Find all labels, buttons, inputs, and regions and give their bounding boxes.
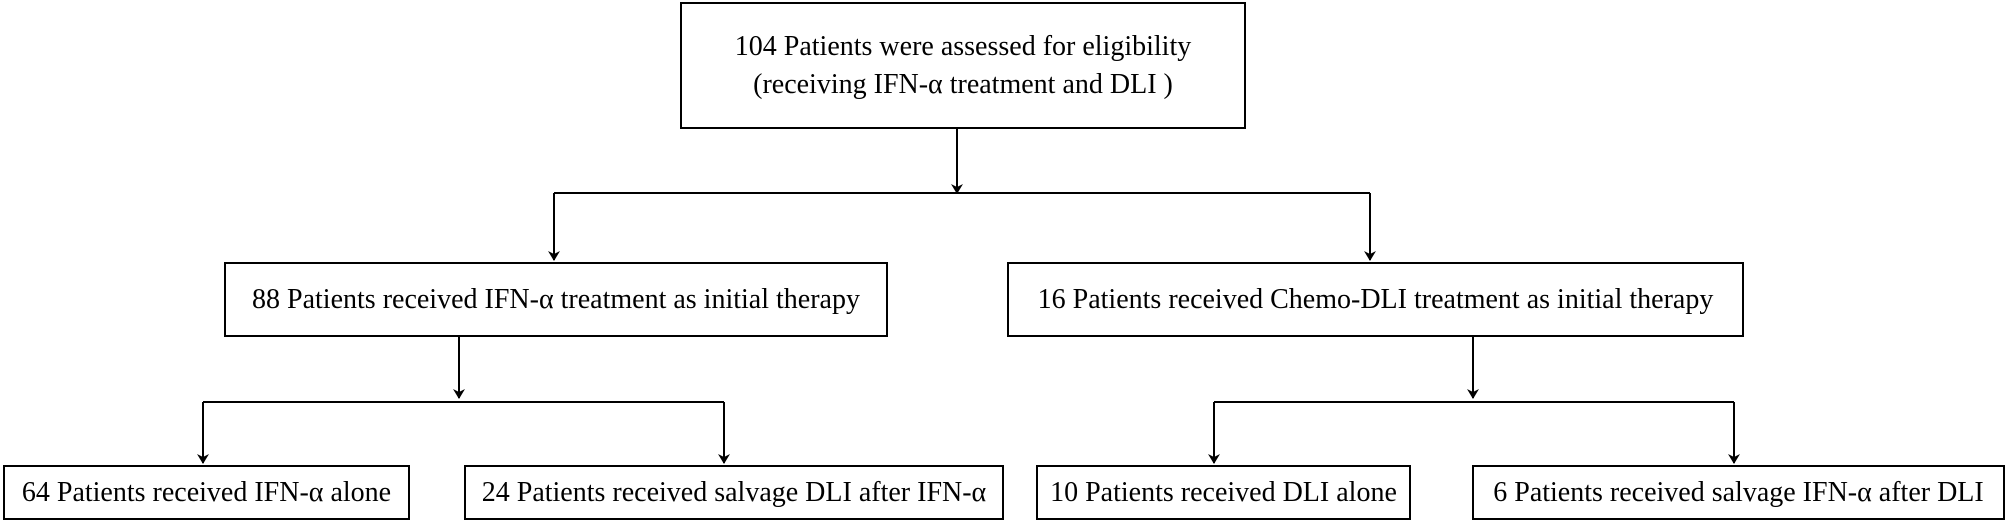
- eligibility-count-text: 104 Patients were assessed for eligibili…: [734, 30, 1192, 62]
- eligibility-assessment-box: 104 Patients were assessed for eligibili…: [680, 2, 1246, 129]
- ifn-alone-text: 64 Patients received IFN-α alone: [21, 476, 392, 508]
- ifn-initial-therapy-text: 88 Patients received IFN-α treatment as …: [252, 283, 860, 315]
- chemo-dli-initial-therapy-box: 16 Patients received Chemo-DLI treatment…: [1007, 262, 1744, 337]
- eligibility-criteria-text: (receiving IFN-α treatment and DLI ): [753, 68, 1173, 100]
- dli-alone-text: 10 Patients received DLI alone: [1050, 476, 1397, 508]
- salvage-dli-box: 24 Patients received salvage DLI after I…: [464, 465, 1004, 520]
- salvage-ifn-text: 6 Patients received salvage IFN-α after …: [1493, 476, 1984, 508]
- salvage-ifn-box: 6 Patients received salvage IFN-α after …: [1472, 465, 2005, 520]
- eligibility-text-stack: 104 Patients were assessed for eligibili…: [735, 28, 1191, 104]
- dli-alone-box: 10 Patients received DLI alone: [1036, 465, 1411, 520]
- ifn-initial-therapy-box: 88 Patients received IFN-α treatment as …: [224, 262, 888, 337]
- salvage-dli-text: 24 Patients received salvage DLI after I…: [481, 476, 987, 508]
- chemo-dli-initial-therapy-text: 16 Patients received Chemo-DLI treatment…: [1037, 283, 1714, 315]
- ifn-alone-box: 64 Patients received IFN-α alone: [3, 465, 410, 520]
